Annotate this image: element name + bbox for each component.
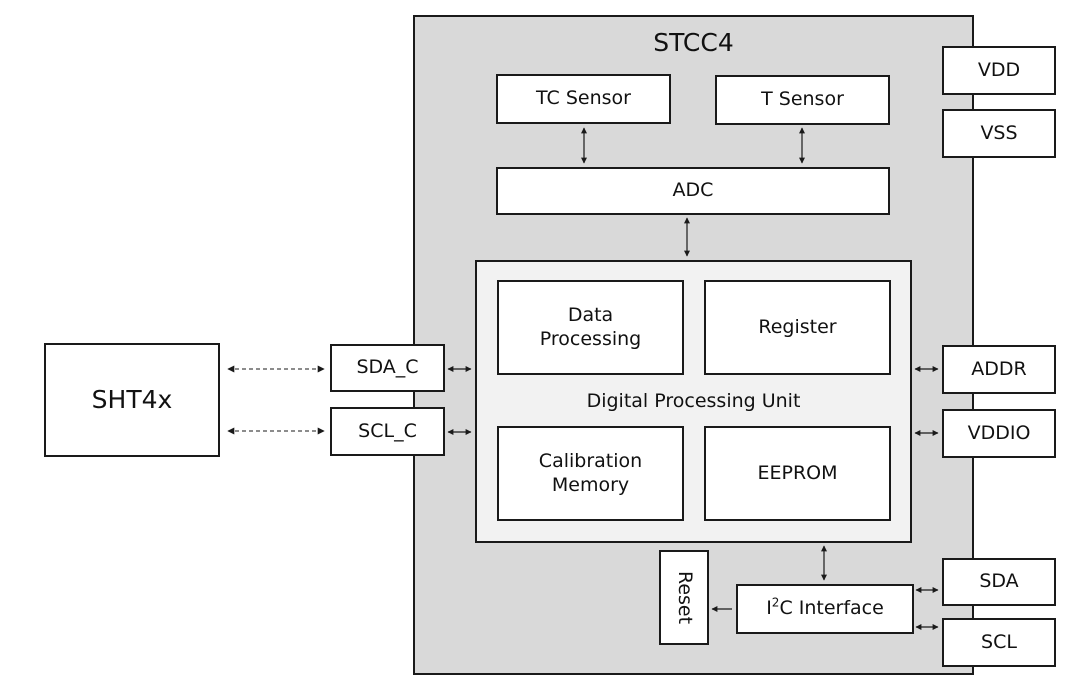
i2c-superscript: 2	[771, 595, 780, 610]
register-block: Register	[704, 280, 891, 375]
pin-addr-label: ADDR	[971, 357, 1027, 380]
data-processing-label: Data Processing	[539, 303, 642, 350]
pin-scl-c-label: SCL_C	[358, 419, 417, 442]
pin-vss-label: VSS	[980, 121, 1018, 144]
t-sensor-block: T Sensor	[715, 75, 890, 125]
dpu-title: Digital Processing Unit	[586, 390, 801, 412]
pin-scl: SCL	[942, 618, 1056, 667]
tc-sensor-label: TC Sensor	[536, 87, 631, 110]
pin-sda-c: SDA_C	[330, 344, 445, 392]
t-sensor-label: T Sensor	[761, 88, 844, 111]
tc-sensor-block: TC Sensor	[496, 74, 671, 124]
pin-vdd-label: VDD	[977, 58, 1021, 81]
pin-addr: ADDR	[942, 345, 1056, 394]
pin-sda-label: SDA	[979, 570, 1019, 593]
pin-scl-label: SCL	[981, 630, 1017, 653]
adc-block: ADC	[496, 167, 890, 215]
reset-block: Reset	[659, 550, 709, 645]
i2c-interface-label: I2C Interface	[766, 597, 884, 621]
pin-sda-c-label: SDA_C	[356, 356, 419, 379]
eeprom-block: EEPROM	[704, 426, 891, 521]
i2c-prefix: I	[766, 597, 772, 620]
eeprom-label: EEPROM	[757, 461, 838, 484]
adc-label: ADC	[672, 179, 714, 202]
chip-title: STCC4	[653, 28, 734, 57]
sht4x-sensor-block: SHT4x	[44, 343, 220, 457]
i2c-interface-block: I2C Interface	[736, 584, 914, 634]
data-processing-block: Data Processing	[497, 280, 684, 375]
register-label: Register	[758, 315, 837, 338]
i2c-suffix: C Interface	[779, 597, 884, 620]
pin-vddio: VDDIO	[942, 409, 1056, 458]
pin-vdd: VDD	[942, 46, 1056, 95]
pin-sda: SDA	[942, 558, 1056, 606]
pin-vddio-label: VDDIO	[967, 421, 1031, 444]
pin-scl-c: SCL_C	[330, 407, 445, 456]
reset-label: Reset	[673, 570, 696, 625]
sht4x-label: SHT4x	[91, 385, 173, 415]
calibration-memory-label: Calibration Memory	[538, 449, 643, 496]
calibration-memory-block: Calibration Memory	[497, 426, 684, 521]
pin-vss: VSS	[942, 109, 1056, 158]
